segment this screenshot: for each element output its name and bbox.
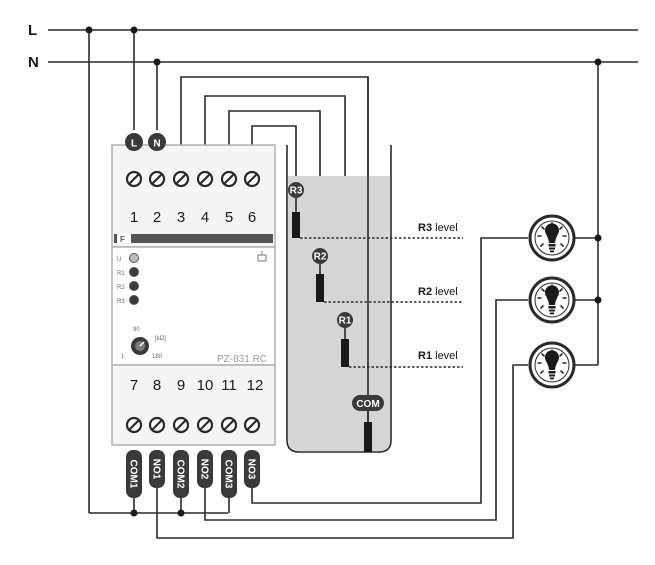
terminal-screw-4 [196,170,214,188]
probe-r1-label: R1 [339,316,352,327]
terminal-number: 12 [247,377,264,394]
terminal-screw-11 [220,416,238,434]
terminal-screw-9 [172,416,190,434]
terminal-screw-12 [243,416,261,434]
dial-min-label: 1 [121,354,125,360]
terminal-screw-1 [125,170,143,188]
live-line-label: L [28,22,37,39]
junction-dot [130,509,138,517]
terminal-number: 4 [201,209,209,226]
level-label-r1: R1 level [418,350,458,362]
terminal-screw-3 [172,170,190,188]
indicator-label-u: U [117,257,121,263]
junction-dot [594,58,602,66]
device-top-section [111,144,276,248]
wire-no2-to-lamp2 [204,299,528,521]
lamp-icon [528,276,576,324]
indicator-label-r2: R2 [117,285,125,291]
junction-dot [85,26,93,34]
terminal-screw-8 [148,416,166,434]
neutral-line-label: N [28,54,39,71]
tank-liquid [288,176,390,451]
indicator-label-r3: R3 [117,299,125,305]
terminal-number: 2 [153,209,161,226]
led-u [129,253,139,263]
probe-r1-rod [341,339,349,367]
relay-device: F [111,144,276,446]
junction-dot [594,234,602,242]
relay-symbol-icon [257,251,267,262]
output-pill-no1 [149,450,165,488]
led-r3 [129,295,139,305]
led-r2 [129,281,139,291]
level-label-r3: R3 level [418,222,458,234]
device-brand-bar [114,234,273,243]
probe-com-rod [364,422,372,452]
probe-r2: R2 [312,248,328,302]
wire-no1-to-lamp3 [156,364,528,539]
terminal-screw-2 [148,170,166,188]
terminal-screw-7 [125,416,143,434]
output-label-no2: NO2 [199,459,210,480]
terminal-screw-10 [196,416,214,434]
svg-text:L: L [131,139,137,150]
dial-mid-label: 90 [133,327,140,333]
output-labels: COM1 NO1 COM2 NO2 COM3 NO3 [126,450,260,498]
dial-unit-label: [kΩ] [155,336,166,342]
led-r1 [129,267,139,277]
probe-r3: R3 [288,182,304,238]
output-label-com1: COM1 [128,460,139,489]
tank-walls [286,145,392,453]
output-label-no3: NO3 [246,459,257,480]
probe-r1: R1 [337,312,353,367]
indicator-panel: U R1 R2 R3 [117,251,267,305]
level-label-r2: R2 level [418,286,458,298]
junction-dot [594,296,602,304]
device-logo [117,234,131,243]
terminal-number: 3 [177,209,185,226]
sensitivity-dial: 90 [kΩ] 1 180 [121,327,166,360]
device-logo-text: F [120,235,125,244]
output-pill-com3 [221,450,237,498]
junction-dot [130,26,138,34]
probe-com-label: COM [356,399,379,410]
live-badge: L [125,133,143,151]
output-label-com3: COM3 [223,460,234,489]
wire-no3-to-lamp1 [251,237,528,504]
device-model-label: PZ-831 RC [217,354,267,365]
output-pill-com2 [173,450,189,498]
terminal-number: 8 [153,377,161,394]
output-pill-com1 [126,450,142,498]
indicator-label-r1: R1 [117,271,125,277]
dial-max-label: 180 [152,354,163,360]
terminal-number: 5 [225,209,233,226]
terminal-screw-5 [220,170,238,188]
neutral-badge: N [148,133,166,151]
output-label-no1: NO1 [151,459,162,480]
terminal-number: 9 [177,377,185,394]
output-pill-no3 [244,450,260,488]
svg-text:N: N [153,139,160,150]
output-pill-no2 [197,450,213,488]
lamp-icon [528,214,576,262]
lamp-icon [528,341,576,389]
junction-dot [153,58,161,66]
probe-com: COM [352,395,384,452]
probe-r2-label: R2 [314,252,327,263]
terminal-number: 1 [130,209,138,226]
junction-dot [177,509,185,517]
liquid-tank [286,77,392,453]
terminal-screw-6 [243,170,261,188]
probe-r3-rod [292,212,300,238]
terminal-number: 11 [221,377,237,394]
terminal-number: 6 [248,209,256,226]
output-label-com2: COM2 [175,460,186,489]
terminal-number: 10 [197,377,214,394]
terminal-number: 7 [130,377,138,394]
probe-r2-rod [316,274,324,302]
probe-r3-label: R3 [290,186,303,197]
